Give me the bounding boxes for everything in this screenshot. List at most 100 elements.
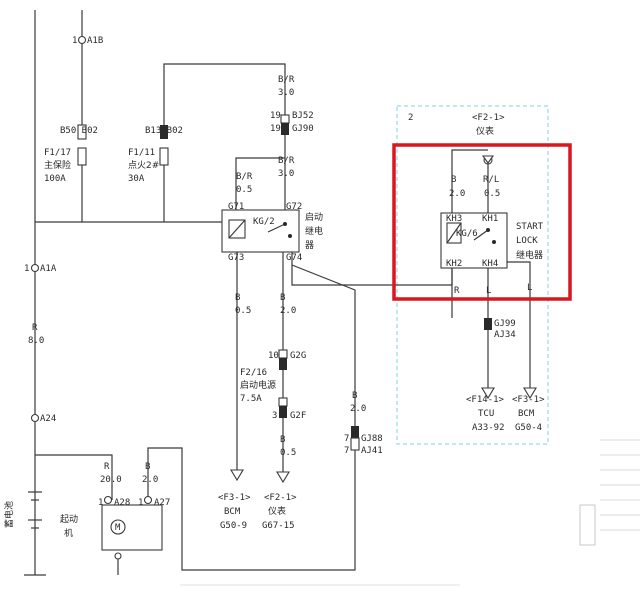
relay-pin-label: KH4 <box>482 259 498 269</box>
fuse-f1-11-name: 点火2# <box>128 160 159 171</box>
destination-arrows <box>230 155 537 484</box>
wire-color: B <box>280 435 285 445</box>
relay-kg2-name: 启动 <box>305 211 323 223</box>
relay-kg2-name: 继电 <box>305 225 323 237</box>
starter-label: 机 <box>64 527 73 539</box>
wire-color: R <box>454 286 460 296</box>
wire-color: B <box>145 462 150 472</box>
relay-pin-label: G71 <box>228 202 244 212</box>
wire-color: L <box>527 283 532 293</box>
connector-label-a1b: A1B <box>87 36 103 46</box>
connector-label-gj99: GJ99 <box>494 319 516 329</box>
destination-name: 仪表 <box>476 125 494 137</box>
fuse-f1-17-id: F1/17 <box>44 148 71 158</box>
pin-label: 19 <box>270 111 281 121</box>
destination-name: BCM <box>224 507 241 517</box>
connector-label-g2g: G2G <box>290 351 306 361</box>
connector-label-b13: B13 B02 <box>145 126 183 136</box>
battery-label: 蓄电池 <box>3 501 15 528</box>
fuse-f1-17-name: 主保险 <box>44 159 71 171</box>
destination-label: <F14-1> <box>466 395 505 405</box>
wire-color: B/R <box>236 172 253 182</box>
fuse-f2-16-id: F2/16 <box>240 368 267 378</box>
wire-color: R <box>104 462 110 472</box>
wire-color: B <box>451 175 456 185</box>
pin-label: 7 <box>344 434 349 444</box>
starter-motor: M <box>101 504 163 560</box>
connector-label-a24: A24 <box>40 414 56 424</box>
labels: 1 A1B B50 B02 B13 B02 1 A1A A24 19 BJ52 … <box>3 36 545 539</box>
wire-size: 0.5 <box>280 448 296 458</box>
highlight-box <box>392 143 572 301</box>
relay-kg2 <box>221 209 300 253</box>
wires <box>24 10 531 576</box>
destination-name: TCU <box>478 409 494 419</box>
destination-label: <F3-1> <box>218 493 251 503</box>
fuse-f2-16-body <box>279 358 287 370</box>
connector-label-g2f: G2F <box>290 411 306 421</box>
relay-pin-label: G72 <box>286 202 302 212</box>
relay-pin-label: KH1 <box>482 214 498 224</box>
destination-label: <F2-1> <box>264 493 297 503</box>
starter-label: 起动 <box>60 514 78 525</box>
relay-pin-label: G73 <box>228 253 244 263</box>
wire-color: B <box>352 391 357 401</box>
connector-label-gj90: GJ90 <box>292 124 314 134</box>
wire-size: 2.0 <box>449 189 465 199</box>
pin-label: 1 <box>72 36 77 46</box>
wire-color: B/R <box>278 156 295 166</box>
relay-pin-label: KH3 <box>446 214 462 224</box>
a1b-pin <box>77 35 87 45</box>
connector-label-a27: A27 <box>154 498 170 508</box>
connector-label-aj41: AJ41 <box>361 446 383 456</box>
wire-size: 8.0 <box>28 336 44 346</box>
connector-label-aj34: AJ34 <box>494 330 516 340</box>
wire-size: 3.0 <box>278 88 294 98</box>
fuse-f1-17-body <box>77 147 87 166</box>
pin-label: 3 <box>272 411 277 421</box>
connector-pins <box>30 35 493 505</box>
destination-pin: G50-9 <box>220 521 247 531</box>
relay-sl-name: LOCK <box>516 236 538 246</box>
decorative-graphic <box>180 439 640 586</box>
motor-symbol <box>110 519 126 535</box>
relay-kg2-label: KG/2 <box>253 217 275 227</box>
start-lock-module-border <box>396 105 549 445</box>
relay-pin-label: KH2 <box>446 259 462 269</box>
wire-size: 0.5 <box>236 185 252 195</box>
destination-pin: G67-15 <box>262 521 295 531</box>
wire-color: B <box>235 293 240 303</box>
relay-kg6 <box>440 212 508 269</box>
fuse-f1-11-rating: 30A <box>128 174 145 184</box>
pin-label: 7 <box>344 446 349 456</box>
wire-size: 2.0 <box>350 404 366 414</box>
a1a-pin <box>30 263 40 273</box>
connector-label-a1a: A1A <box>40 264 57 274</box>
wire-color: L <box>486 286 491 296</box>
pin-label: 1 <box>98 498 103 508</box>
bj52-gj90-connector <box>281 123 289 135</box>
fuse-f2-16-name: 启动电源 <box>240 379 276 391</box>
fuse-f1-11-id: F1/11 <box>128 148 155 158</box>
pin-label: 19 <box>270 124 281 134</box>
wire-color: B <box>280 293 285 303</box>
connector-label-gj88: GJ88 <box>361 434 383 444</box>
motor-label: M <box>115 523 121 533</box>
relay-kg2-name: 器 <box>305 240 314 251</box>
gj99-connector <box>484 318 492 330</box>
wire-color: B/R <box>278 75 295 85</box>
gj88-connector <box>351 426 359 438</box>
connector-label-a28: A28 <box>114 498 130 508</box>
wire-size: 2.0 <box>280 306 296 316</box>
relay-kg6-label: KG/6 <box>456 229 478 239</box>
fuse-f1-17-rating: 100A <box>44 174 66 184</box>
destination-pin: G50-4 <box>515 423 542 433</box>
wire-size: 3.0 <box>278 169 294 179</box>
connector-label-bj52: BJ52 <box>292 111 314 121</box>
pin-label: 10 <box>268 351 279 361</box>
pin-label: 1 <box>24 264 29 274</box>
module-number: 2 <box>408 113 413 123</box>
relay-sl-name: 继电器 <box>516 249 543 261</box>
